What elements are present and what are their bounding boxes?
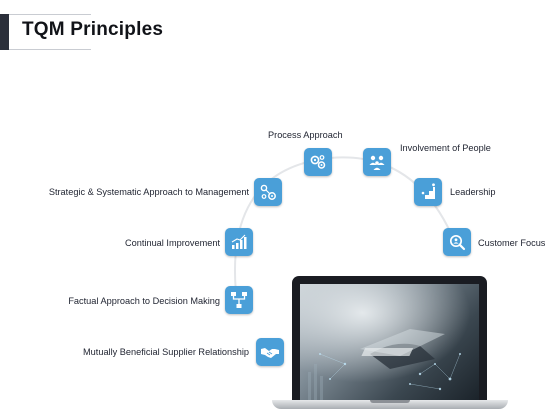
people-icon xyxy=(363,148,391,176)
label-customer-focus: Customer Focus xyxy=(478,238,546,248)
gears-icon xyxy=(254,178,282,206)
title-accent-bar xyxy=(0,14,9,50)
title-rule-bottom xyxy=(9,49,91,50)
laptop-base xyxy=(272,400,508,409)
decision-tree-icon xyxy=(225,286,253,314)
handshake-icon xyxy=(256,338,284,366)
page-title: TQM Principles xyxy=(22,19,164,40)
growth-chart-icon xyxy=(225,228,253,256)
gears-icon xyxy=(304,148,332,176)
label-continual-improvement: Continual Improvement xyxy=(125,238,220,248)
label-factual-approach: Factual Approach to Decision Making xyxy=(68,296,220,306)
laptop-notch xyxy=(370,400,410,403)
label-process-approach: Process Approach xyxy=(268,130,343,140)
laptop-screen-image xyxy=(300,284,479,400)
stairs-leader-icon xyxy=(414,178,442,206)
label-leadership: Leadership xyxy=(450,187,496,197)
label-strategic-systematic-approach: Strategic & Systematic Approach to Manag… xyxy=(48,187,249,197)
label-mutually-beneficial-supplier: Mutually Beneficial Supplier Relationshi… xyxy=(83,347,249,357)
title-rule-top xyxy=(9,14,91,15)
label-involvement-of-people: Involvement of People xyxy=(400,143,491,153)
magnifier-person-icon xyxy=(443,228,471,256)
